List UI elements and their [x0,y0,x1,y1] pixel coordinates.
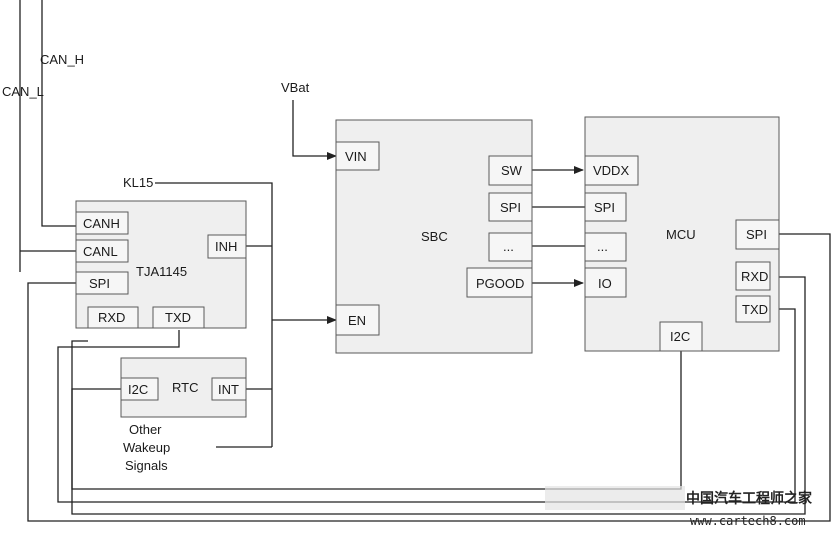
tja-canl-pin: CANL [83,244,118,259]
sbc-title: SBC [421,229,448,244]
sbc-block: SBC VIN EN SW SPI ... PGOOD [335,119,533,354]
rtc-title: RTC [172,380,198,395]
mcu-io-pin: IO [598,276,612,291]
tja-inh-pin: INH [215,239,237,254]
mcu-rxd-pin: RXD [741,269,768,284]
vbat-label: VBat [281,80,310,95]
svg-text:Other: Other [129,422,162,437]
mcu-txd-pin: TXD [742,302,768,317]
rtc-int-pin: INT [218,382,239,397]
svg-text:Signals: Signals [125,458,168,473]
rtc-i2c-pin: I2C [128,382,148,397]
watermark-url: www.cartech8.com [690,514,806,528]
kl15-wire [155,182,273,447]
tja-spi-pin: SPI [89,276,110,291]
can-h-line [41,0,76,227]
tja-txd-pin: TXD [165,310,191,325]
sbc-pgood-pin: PGOOD [476,276,524,291]
svg-text:Wakeup: Wakeup [123,440,170,455]
sbc-sw-pin: SW [501,163,523,178]
tja1145-title: TJA1145 [136,264,187,279]
mcu-i2c-pin: I2C [670,329,690,344]
mcu-vddx-pin: VDDX [593,163,629,178]
sbc-spi-pin: SPI [500,200,521,215]
mcu-rxd-tja-rxd-wire [71,276,806,515]
other-wakeup-label: Other Wakeup Signals [123,422,170,473]
mcu-spi-right-pin: SPI [746,227,767,242]
tja-canh-pin: CANH [83,216,120,231]
mcu-title: MCU [666,227,696,242]
can-h-label: CAN_H [40,52,84,67]
mcu-dots-pin: ... [597,239,608,254]
watermark: 中国汽车工程师之家 www.cartech8.com [545,486,813,528]
mcu-spi-left-pin: SPI [594,200,615,215]
can-l-label: CAN_L [2,84,44,99]
tja1145-block: TJA1145 CANH CANL SPI RXD TXD INH [75,200,247,329]
mcu-txd-tja-txd-wire [57,308,796,503]
mcu-block: MCU VDDX SPI ... IO I2C SPI RXD TXD [584,116,780,352]
mcu-spi-tja-spi-wire [27,233,831,522]
sbc-en-pin: EN [348,313,366,328]
kl15-label: KL15 [123,175,153,190]
watermark-site-name: 中国汽车工程师之家 [686,490,813,507]
rtc-block: RTC I2C INT [120,357,247,418]
tja-rxd-pin: RXD [98,310,125,325]
vbat-wire [292,100,337,160]
sbc-dots-pin: ... [503,239,514,254]
sbc-vin-pin: VIN [345,149,367,164]
mcu-i2c-rtc-i2c-wire [71,351,682,490]
